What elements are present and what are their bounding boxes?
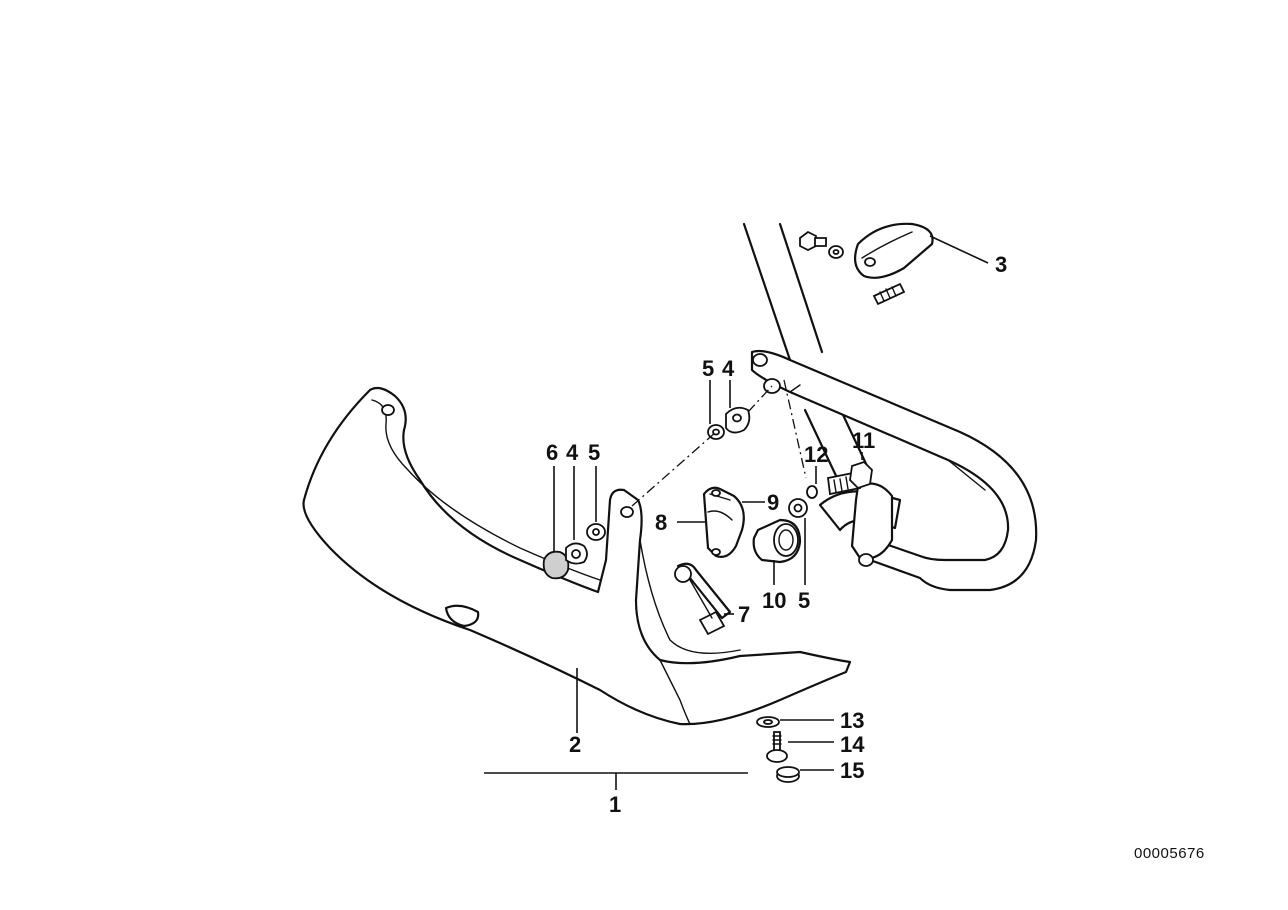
- callout-4-top: 4: [722, 356, 735, 381]
- callout-8: 8: [655, 510, 667, 535]
- fastener-13: [756, 716, 780, 728]
- callout-15: 15: [840, 758, 864, 783]
- callout-5-right: 5: [798, 588, 810, 613]
- clamp-8: [702, 486, 745, 558]
- diagram-reference-number: 00005676: [1134, 845, 1205, 862]
- bolt-11: [827, 460, 873, 496]
- callout-5-left: 5: [588, 440, 600, 465]
- callout-9: 9: [767, 490, 779, 515]
- callout-1: 1: [609, 792, 621, 817]
- callout-3: 3: [995, 252, 1007, 277]
- callout-10: 10: [762, 588, 786, 613]
- strap-7: [674, 562, 732, 636]
- callout-14: 14: [840, 732, 865, 757]
- bracket-3: [799, 222, 934, 306]
- callouts: 1 2 3 4 4 5 5 5 6 7 8 9 10 11 12 13 14 1…: [546, 252, 1007, 817]
- screw-14: [766, 731, 788, 763]
- callout-13: 13: [840, 708, 864, 733]
- belly-pan-2: [302, 386, 852, 726]
- callout-7: 7: [738, 602, 750, 627]
- nut-15: [776, 766, 800, 783]
- sleeve-10: [752, 518, 802, 564]
- callout-2: 2: [569, 732, 581, 757]
- leader-lines: [484, 235, 989, 790]
- callout-12: 12: [804, 442, 828, 467]
- washer-5-right: [788, 498, 808, 518]
- callout-11: 11: [852, 428, 875, 453]
- callout-4-left: 4: [566, 440, 579, 465]
- callout-6: 6: [546, 440, 558, 465]
- callout-5-top: 5: [702, 356, 714, 381]
- ring-12: [806, 485, 818, 499]
- assembly-lines: [631, 379, 807, 507]
- bar-clamp: [850, 482, 894, 567]
